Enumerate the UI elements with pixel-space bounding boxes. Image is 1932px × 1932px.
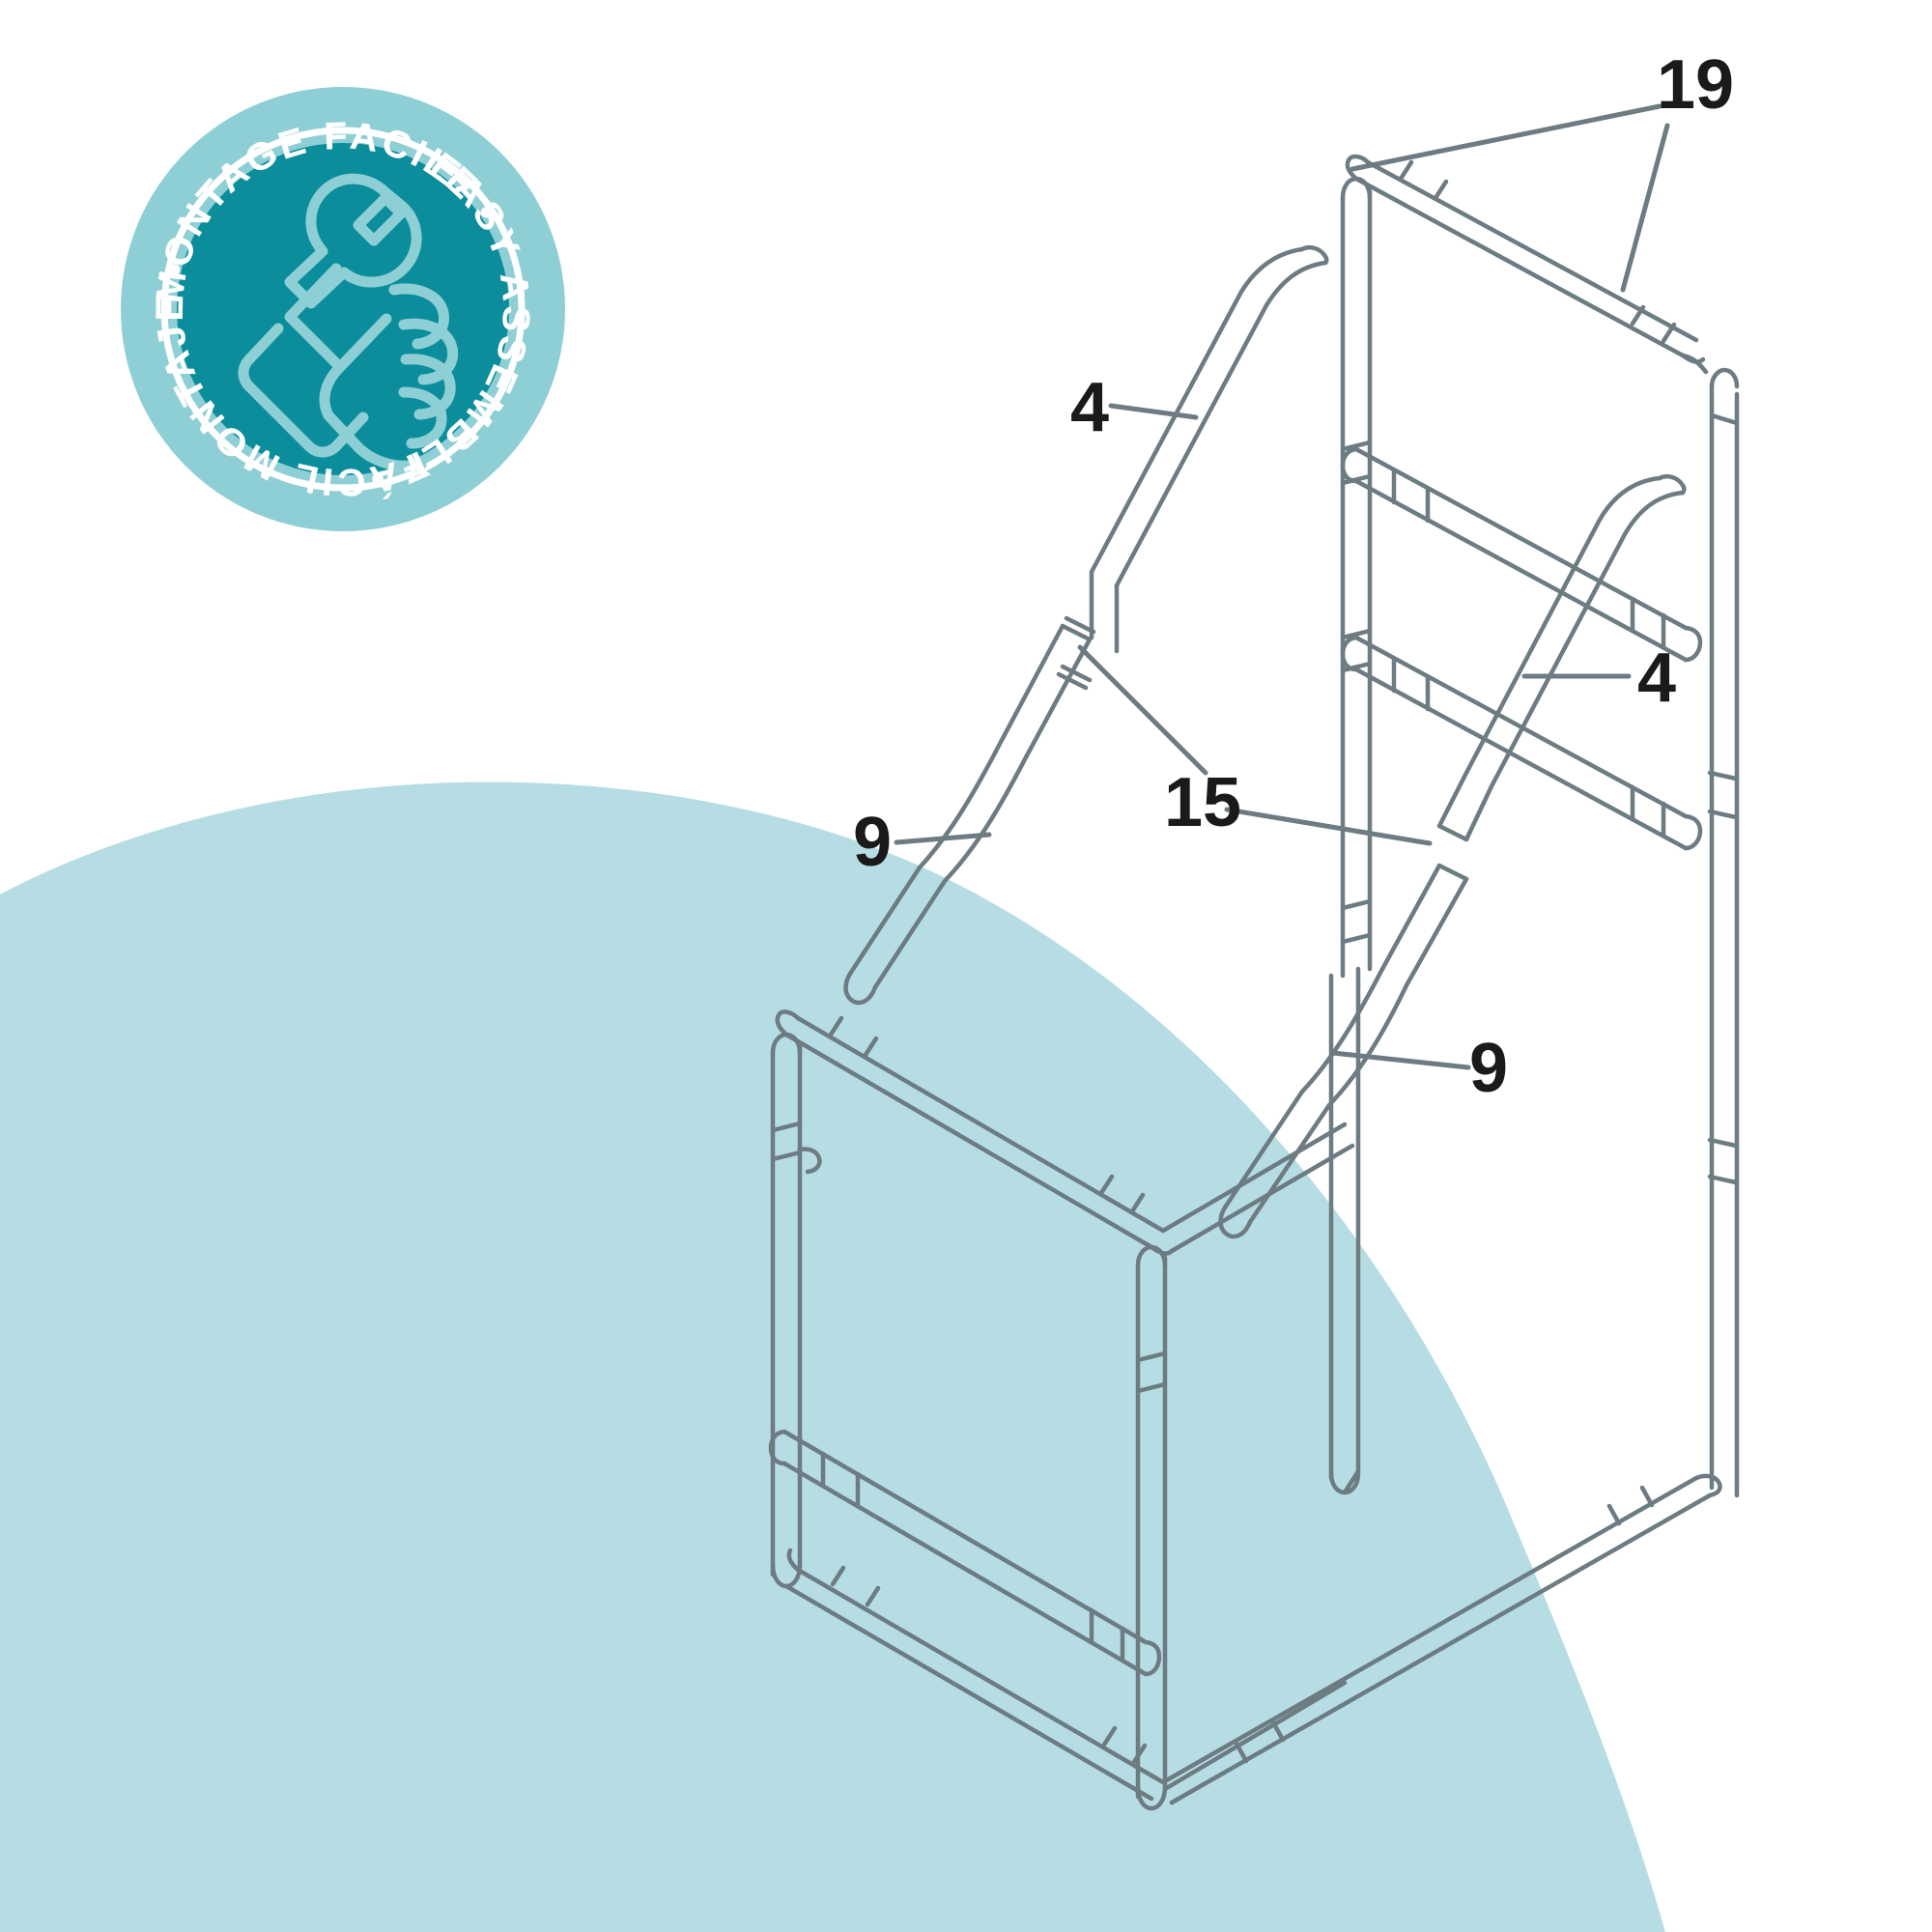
rear-upper-crossbar bbox=[1340, 446, 1703, 663]
callout-numbers: 19 4 4 15 9 9 bbox=[853, 46, 1734, 1107]
tubular-frame-drawing bbox=[768, 154, 1740, 1811]
decorative-blob bbox=[0, 781, 1665, 1932]
top-rear-bar bbox=[1345, 154, 1706, 364]
rear-base-tie bbox=[1162, 1468, 1361, 1792]
callout-9-right: 9 bbox=[1469, 1030, 1508, 1107]
wrench-in-hand-icon bbox=[238, 173, 459, 471]
callout-4-left: 4 bbox=[1070, 369, 1109, 446]
base-frame bbox=[783, 1473, 1722, 1805]
callout-leader-lines bbox=[894, 103, 1670, 1070]
front-center-upright bbox=[1135, 1244, 1168, 1811]
easy-assembly-badge: FÁCIL MONTAJE • MONTAGE FACILE • EASY AS… bbox=[121, 87, 565, 531]
callout-19: 19 bbox=[1657, 46, 1734, 124]
left-curved-tube bbox=[843, 245, 1329, 1006]
callout-9-left: 9 bbox=[853, 804, 892, 881]
callout-4-right: 4 bbox=[1637, 639, 1676, 717]
rear-left-upright bbox=[1340, 176, 1373, 979]
mid-tie-bar bbox=[768, 1429, 1162, 1677]
right-curved-tube bbox=[1218, 474, 1687, 1239]
rear-right-upright bbox=[1680, 353, 1740, 1498]
seat-frame-top bbox=[775, 1009, 1355, 1256]
callout-15: 15 bbox=[1164, 764, 1241, 841]
